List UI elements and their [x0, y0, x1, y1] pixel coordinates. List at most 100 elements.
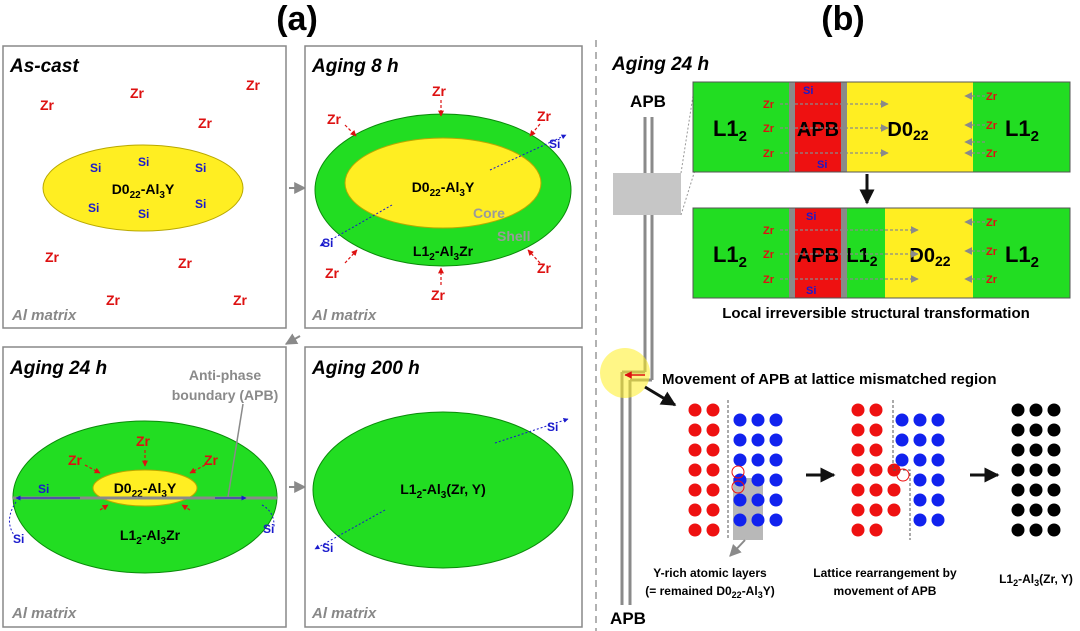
zr-label: Zr	[136, 433, 151, 449]
atom-blue	[751, 493, 765, 507]
zr-label: Zr	[68, 452, 83, 468]
atom-red	[869, 503, 883, 517]
si-label: Si	[138, 155, 149, 169]
d022-region: D022	[887, 119, 928, 143]
caption-local: Local irreversible structural transforma…	[722, 305, 1030, 322]
zoom-line	[680, 82, 696, 174]
box-aging-24h: Aging 24 h Anti-phase boundary (APB) D02…	[2, 346, 287, 628]
phase-label: L12-Al3(Zr, Y)	[400, 481, 486, 501]
atom-blue	[769, 413, 783, 427]
panel-b-title: Aging 24 h	[611, 54, 709, 75]
highlight-circle	[600, 348, 650, 398]
atom-red	[869, 523, 883, 537]
zr-label: Zr	[178, 255, 193, 271]
zr-label: Zr	[537, 108, 552, 124]
atom-blue	[895, 453, 909, 467]
si-arrow	[319, 204, 393, 247]
atom-blue	[931, 473, 945, 487]
atom-black	[1047, 443, 1061, 457]
lattice-middle	[851, 400, 945, 540]
zr-flux-arrows	[780, 218, 985, 283]
zr-label: Zr	[763, 249, 775, 261]
atom-red	[688, 483, 702, 497]
box-aging-8h: Aging 8 h D022-Al3Y Core Shell L12-Al3Zr…	[304, 45, 583, 329]
atom-red	[688, 423, 702, 437]
apb-region: APB	[797, 245, 839, 267]
zr-label: Zr	[986, 120, 998, 132]
atom-black	[1047, 423, 1061, 437]
box-aging-200h: Aging 200 h L12-Al3(Zr, Y) Si Si Al matr…	[304, 346, 583, 628]
zr-atoms: Zr Zr Zr	[68, 433, 219, 468]
atom-red	[706, 523, 720, 537]
atom-red	[688, 443, 702, 457]
core-particle	[344, 137, 542, 229]
atom-blue	[733, 473, 747, 487]
zoom-arrow	[644, 385, 677, 407]
zr-label: Zr	[246, 77, 261, 93]
atom-red	[851, 443, 865, 457]
zr-label: Zr	[986, 148, 998, 160]
atom-blue	[751, 513, 765, 527]
zr-label: Zr	[40, 97, 55, 113]
atom-black	[1029, 403, 1043, 417]
atom-red	[706, 463, 720, 477]
si-label: Si	[549, 137, 560, 151]
atom-black	[1011, 423, 1025, 437]
zr-label: Zr	[763, 148, 775, 160]
zr-label: Zr	[763, 99, 775, 111]
atom-red	[851, 463, 865, 477]
si-path	[9, 501, 17, 536]
zr-label: Zr	[325, 265, 340, 281]
atom-blue	[913, 513, 927, 527]
atom-black	[1047, 403, 1061, 417]
zr-label: Zr	[537, 260, 552, 276]
zr-label: Zr	[763, 225, 775, 237]
zr-label: Zr	[204, 452, 219, 468]
atom-blue	[769, 513, 783, 527]
atom-black	[1011, 443, 1025, 457]
strip-before: L12 APB D022 L12 Zr Zr Zr Zr Zr Zr Si Si	[692, 81, 1071, 173]
zr-flux-arrows	[780, 92, 985, 157]
zr-label: Zr	[763, 274, 775, 286]
atom-black	[1029, 483, 1043, 497]
atom-red	[887, 483, 901, 497]
zr-label: Zr	[327, 111, 342, 127]
layer-pointer	[729, 539, 746, 557]
phase-label: D022-Al3Y	[112, 181, 175, 201]
apb-vertical	[620, 117, 654, 605]
si-label: Si	[88, 201, 99, 215]
atom-black	[1047, 523, 1061, 537]
atom-blue	[895, 433, 909, 447]
si-atoms: Si Si Si Si Si Si	[88, 155, 206, 221]
l12-left: L12	[713, 242, 747, 271]
si-label: Si	[806, 285, 816, 297]
atom-black	[1029, 423, 1043, 437]
lattice-caption-3: L12-Al3(Zr, Y)	[999, 572, 1073, 588]
caption-movement: Movement of APB at lattice mismatched re…	[662, 371, 997, 388]
si-label: Si	[90, 161, 101, 175]
atom-red	[851, 503, 865, 517]
atom-blue	[931, 413, 945, 427]
atom-red	[851, 423, 865, 437]
zr-labels: Zr Zr Zr Zr Zr Zr	[763, 217, 998, 286]
atom-red	[706, 483, 720, 497]
atom-black	[1047, 503, 1061, 517]
apb-annotation: Anti-phase	[189, 367, 262, 383]
atom-black	[1011, 483, 1025, 497]
atom-black	[1029, 503, 1043, 517]
zr-label: Zr	[233, 292, 248, 308]
shell-label: Shell	[497, 228, 530, 244]
matrix-label: Al matrix	[311, 605, 377, 622]
atom-blue	[913, 453, 927, 467]
matrix-label: Al matrix	[11, 605, 77, 622]
atom-blue	[769, 433, 783, 447]
atom-red	[851, 403, 865, 417]
l12-right: L12	[1005, 116, 1039, 145]
atom-red	[688, 523, 702, 537]
strip-after: L12 APB L12 D022 L12 Zr Zr Zr Zr Zr Zr S…	[692, 207, 1071, 299]
atom-black	[1047, 463, 1061, 477]
si-label: Si	[38, 482, 49, 496]
zr-arrows	[344, 100, 541, 285]
atom-red	[688, 403, 702, 417]
